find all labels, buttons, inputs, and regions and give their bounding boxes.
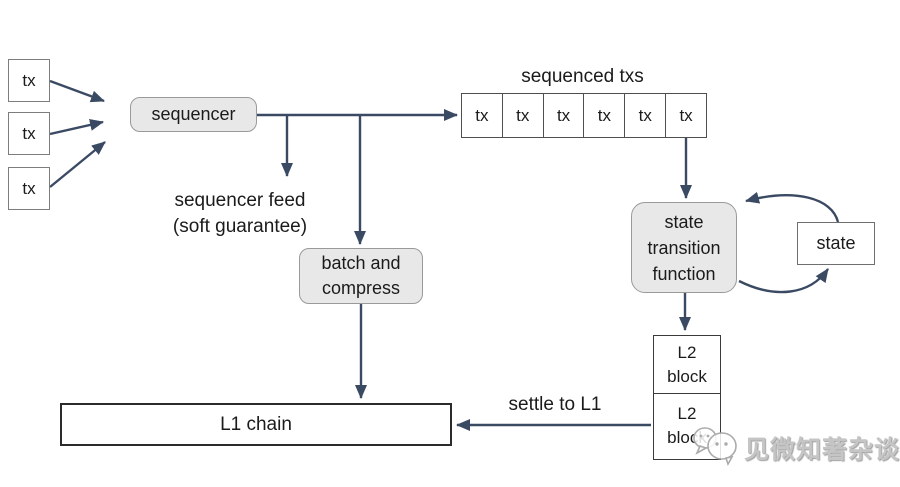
watermark-mascot-icon (693, 427, 737, 466)
sequenced-tx-3-label: tx (556, 105, 571, 125)
sequenced-tx-5-label: tx (638, 105, 652, 125)
sequenced-tx-4-label: tx (597, 105, 612, 125)
arrow-tx1-to-sequencer (49, 79, 105, 103)
batch-and-compress-node: batch and compress (299, 248, 423, 304)
tx-box-2: tx (8, 112, 50, 155)
sequenced-tx-cell-5: tx (624, 94, 665, 137)
sequenced-tx-cell-4: tx (583, 94, 624, 137)
state-transition-function-node: state transition function (631, 202, 737, 293)
sequencer-label: sequencer (151, 104, 236, 124)
l1-chain-label: L1 chain (220, 413, 292, 435)
tx-box-3: tx (8, 167, 50, 210)
l2-block-1: L2 block (653, 335, 721, 394)
sequenced-tx-cell-1: tx (462, 94, 502, 137)
arrow-state-to-stf-curve (745, 191, 840, 223)
arrow-stf-to-state-curve (738, 268, 829, 294)
arrow-tx2-to-sequencer (49, 119, 104, 136)
sequenced-tx-1-label: tx (475, 105, 489, 125)
settle-to-l1-caption: settle to L1 (508, 394, 602, 415)
watermark-text: 见微知著杂谈 (744, 436, 900, 464)
tx-box-2-label: tx (22, 123, 36, 143)
sequenced-tx-cell-6: tx (665, 94, 706, 137)
sequencer-node: sequencer (130, 97, 257, 132)
l1-chain-box: L1 chain (60, 403, 452, 446)
sequenced-tx-6-label: tx (679, 105, 693, 125)
tx-box-1: tx (8, 59, 50, 102)
state-box: state (797, 222, 875, 265)
sequenced-txs-title: sequenced txs (521, 66, 644, 87)
state-label: state (816, 233, 856, 253)
sequencer-feed-caption: sequencer feed (soft guarantee) (172, 190, 308, 237)
sequenced-tx-cell-3: tx (542, 94, 584, 137)
sequenced-txs-row: tx tx tx tx tx tx (461, 93, 707, 138)
arrow-tx3-to-sequencer (49, 141, 106, 188)
tx-box-3-label: tx (22, 178, 36, 198)
tx-box-1-label: tx (22, 70, 36, 90)
sequenced-tx-2-label: tx (516, 105, 530, 125)
sequenced-tx-cell-2: tx (501, 94, 543, 137)
